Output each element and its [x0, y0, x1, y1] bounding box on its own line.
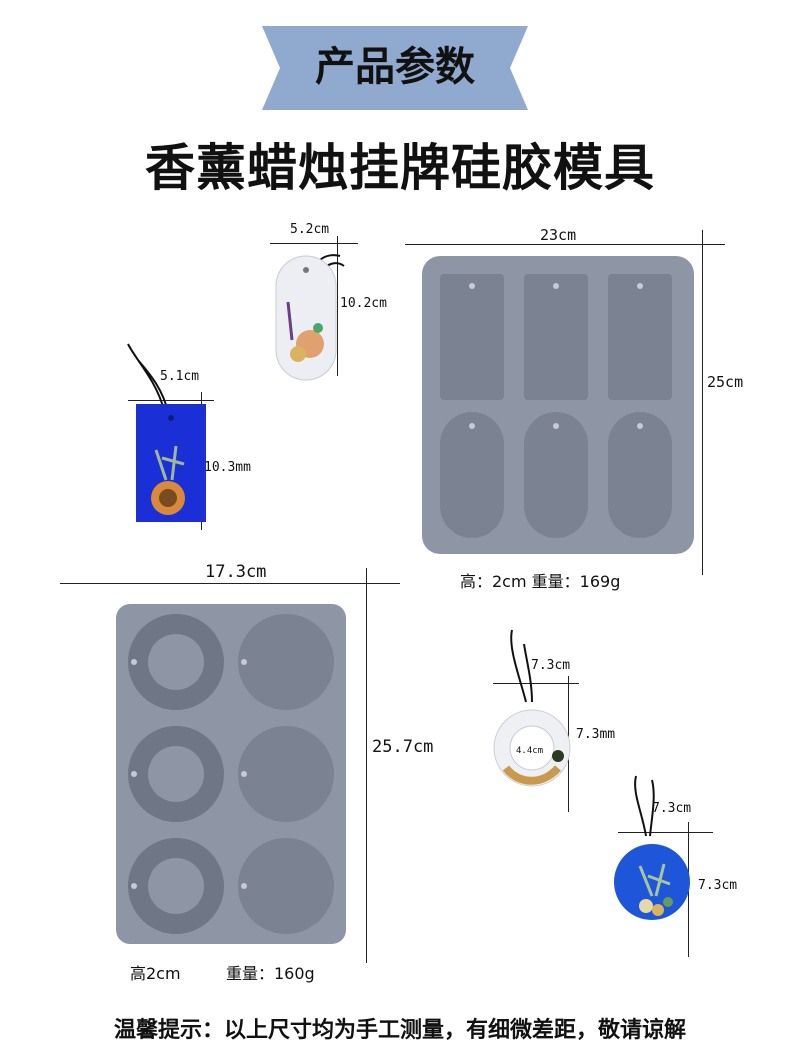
oval-tag-width-label: 5.2cm — [290, 222, 330, 237]
banner-shape — [262, 26, 528, 110]
ring-tag-height-label: 7.3mm — [576, 727, 616, 742]
dimension-line — [337, 236, 338, 376]
disc-tag-width-label: 7.3cm — [652, 801, 692, 816]
disc-tag-height-label: 7.3cm — [698, 878, 738, 893]
dimension-line — [405, 244, 725, 245]
dimension-line — [702, 230, 703, 575]
mold2-height-label: 25.7cm — [372, 737, 434, 757]
banner-label: 产品参数 — [315, 44, 475, 90]
mold-rect-oval-image — [422, 256, 694, 554]
mold2-width-label: 17.3cm — [205, 562, 267, 582]
mold2-height-spec: 高2cm — [130, 964, 181, 983]
rect-tag-width-label: 5.1cm — [160, 369, 200, 384]
oval-tag-image — [275, 254, 345, 381]
oval-tag-height-label: 10.2cm — [340, 296, 387, 311]
dimension-line — [60, 583, 400, 584]
mold1-width-label: 23cm — [540, 226, 577, 244]
mold1-height-label: 25cm — [707, 373, 744, 391]
dimension-line — [618, 832, 713, 833]
mold-ring-disc-image — [116, 604, 346, 944]
mold2-weight-spec: 重量：160g — [226, 964, 315, 983]
disc-tag-image — [614, 775, 690, 920]
ring-tag-image — [493, 629, 571, 787]
page-title: 香薰蜡烛挂牌硅胶模具 — [145, 139, 655, 197]
dimension-line — [366, 568, 367, 963]
dimension-line — [128, 400, 214, 401]
ring-tag-width-label: 7.3cm — [531, 658, 571, 673]
rect-tag-image — [127, 343, 206, 522]
rect-tag-height-label: 10.3mm — [204, 460, 251, 475]
footer-note: 温馨提示：以上尺寸均为手工测量，有细微差距，敬请谅解 — [113, 1018, 686, 1043]
mold1-spec: 高：2cm 重量：169g — [460, 572, 621, 591]
dimension-line — [270, 243, 358, 244]
ring-inner-label: 4.4cm — [516, 746, 544, 756]
dimension-line — [493, 683, 579, 684]
